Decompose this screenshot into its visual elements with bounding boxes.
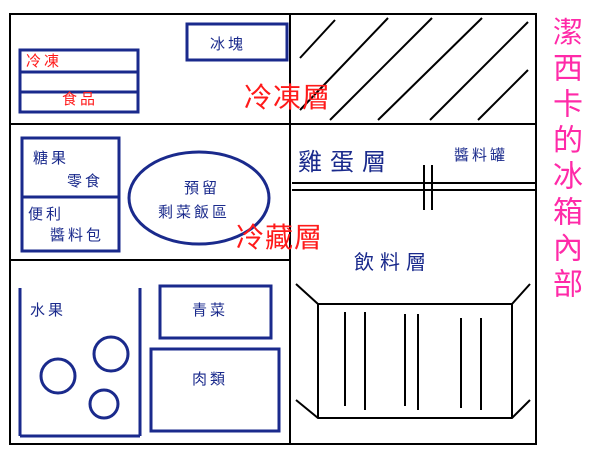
egg-shelf-label: 雞蛋層	[298, 148, 394, 176]
beverage-shelf-label: 飲料層	[354, 250, 432, 274]
candy-label: 糖果	[33, 149, 70, 167]
meat-label: 肉類	[192, 370, 229, 388]
ice-cube-label: 冰塊	[210, 35, 247, 53]
frozen-food-box	[18, 48, 140, 114]
fridge-outline	[9, 13, 537, 445]
sauce-jar-label: 醬料罐	[454, 146, 509, 164]
bottom-door-basket	[295, 283, 531, 305]
vegetables-label: 青菜	[192, 301, 229, 319]
fruit-circle	[92, 335, 130, 373]
refrigerator-zone-label: 冷藏層	[236, 221, 324, 254]
meat-drawer	[149, 347, 281, 433]
convenience-label-line1: 便利	[28, 205, 65, 223]
freezer-zone-label: 冷凍層	[244, 81, 332, 114]
title: 潔西卡的冰箱內部	[547, 16, 582, 304]
leftovers-zone-outline	[127, 150, 271, 246]
fruit-drawer	[18, 288, 142, 438]
frozen-food-label-line2: 食品	[62, 90, 99, 108]
fruit-circle	[88, 388, 120, 420]
vegetable-drawer	[158, 284, 273, 340]
frozen-food-label-line1: 冷凍	[26, 52, 63, 70]
leftovers-label-line2: 剩菜飯區	[158, 203, 231, 221]
leftovers-label-line1: 預留	[184, 179, 221, 197]
ice-cube-box	[185, 22, 289, 62]
convenience-label-line2: 醬料包	[50, 226, 105, 244]
freezer-door-hatching	[299, 17, 529, 121]
snacks-label: 零食	[67, 172, 104, 190]
candy-snack-box	[20, 136, 121, 253]
fruit-circle	[39, 357, 77, 395]
fruit-label: 水果	[30, 301, 67, 319]
